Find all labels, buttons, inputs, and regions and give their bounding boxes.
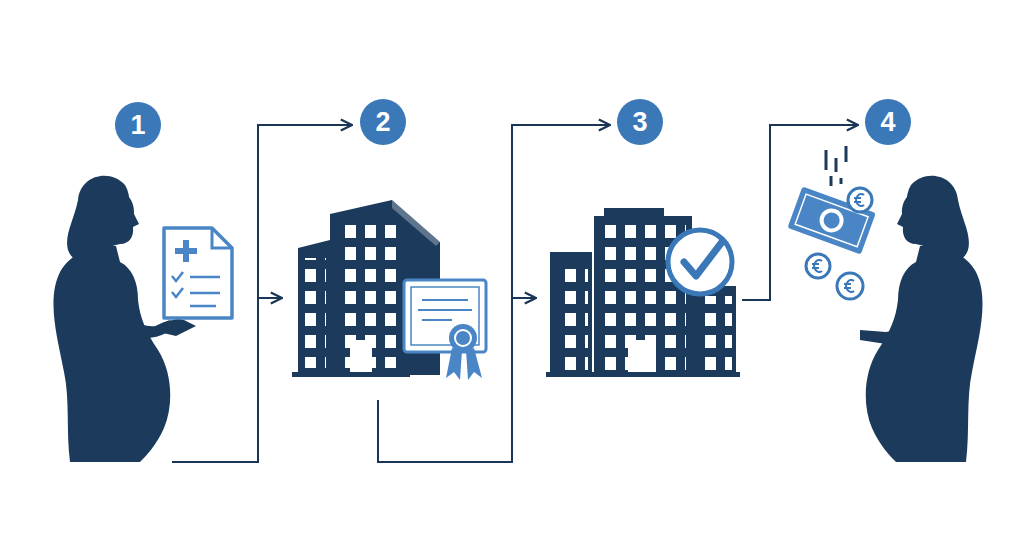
flow-arrows — [172, 125, 858, 462]
step-number-circle: 2 — [360, 99, 406, 145]
money-icon — [787, 146, 875, 299]
callout-number: 3 — [632, 109, 647, 136]
callout-number: 2 — [375, 109, 390, 136]
medical-document-icon — [150, 228, 232, 336]
happy-pregnant-woman — [860, 176, 983, 462]
certificate-icon — [404, 280, 486, 380]
step-number-circle: 4 — [865, 99, 911, 145]
checkmark-badge — [668, 230, 732, 294]
approved-building — [546, 208, 740, 377]
callout-number: 1 — [130, 112, 145, 139]
pregnant-woman — [53, 176, 170, 462]
callout-number: 4 — [880, 109, 895, 136]
step-number-circle: 1 — [115, 102, 161, 148]
step-number-circle: 3 — [617, 99, 663, 145]
